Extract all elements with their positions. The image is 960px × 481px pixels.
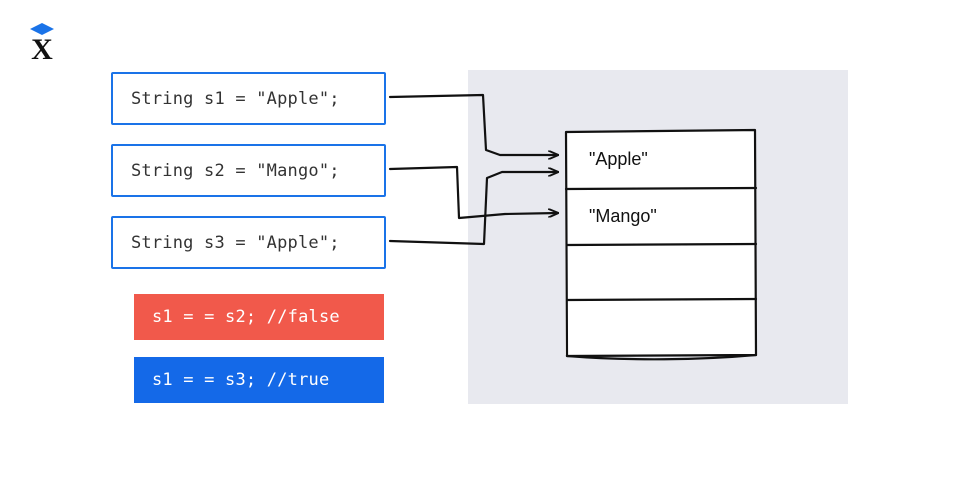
- comparison-box-true[interactable]: s1 = = s3; //true: [134, 357, 384, 403]
- declaration-box-s1[interactable]: String s1 = "Apple";: [111, 72, 386, 125]
- comparison-code-false: s1 = = s2; //false: [152, 307, 340, 327]
- comparison-box-false[interactable]: s1 = = s2; //false: [134, 294, 384, 340]
- x-logo-svg: X: [30, 23, 54, 66]
- declaration-code-s3: String s3 = "Apple";: [131, 232, 340, 253]
- pool-cell-2: [565, 245, 755, 300]
- string-pool-table: "Apple" "Mango": [565, 131, 755, 355]
- pool-cell-1: "Mango": [565, 188, 755, 245]
- declaration-box-s3[interactable]: String s3 = "Apple";: [111, 216, 386, 269]
- pool-cell-0: "Apple": [565, 131, 755, 188]
- x-logo: X: [20, 18, 64, 66]
- declaration-box-s2[interactable]: String s2 = "Mango";: [111, 144, 386, 197]
- pool-cell-1-value: "Mango": [589, 206, 657, 226]
- pool-cell-3: [565, 300, 755, 355]
- comparison-code-true: s1 = = s3; //true: [152, 370, 330, 390]
- declaration-code-s1: String s1 = "Apple";: [131, 88, 340, 109]
- pool-cell-0-value: "Apple": [589, 149, 648, 169]
- logo-letter-x: X: [31, 33, 53, 62]
- declaration-code-s2: String s2 = "Mango";: [131, 160, 340, 181]
- logo-diamond-icon: [30, 23, 54, 35]
